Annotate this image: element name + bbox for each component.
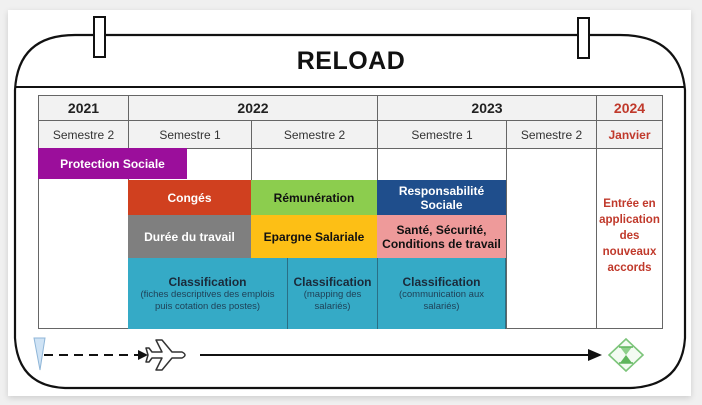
airplane-icon: [145, 339, 186, 371]
year-2021: 2021: [38, 95, 129, 121]
topic-epargne-salariale: Epargne Salariale: [251, 215, 377, 258]
classification-1-sub2: puis cotation des postes): [154, 300, 261, 312]
sante-line2: Conditions de travail: [382, 236, 501, 251]
start-marker-icon: [33, 337, 46, 371]
janvier-note-line4: nouveaux: [602, 246, 657, 258]
body-col-2024-janvier: [596, 148, 663, 329]
topic-responsabilite-sociale: Responsabilité Sociale: [377, 180, 506, 215]
janvier-note-line5: accords: [607, 262, 652, 274]
topic-protection-sociale: Protection Sociale: [38, 148, 187, 179]
binder-tab-left: [93, 16, 106, 58]
period-2024-janvier: Janvier: [596, 120, 663, 149]
sante-line1: Santé, Sécurité,: [396, 222, 487, 237]
janvier-note: Entrée en application des nouveaux accor…: [596, 196, 663, 286]
topic-duree-du-travail: Durée du travail: [128, 215, 251, 258]
topic-classification-mapping: Classification (mapping des salariés): [288, 258, 377, 329]
responsabilite-line2: Sociale: [420, 197, 463, 212]
classification-2-sub1: (mapping des: [303, 288, 362, 300]
topic-classification-fiches: Classification (fiches descriptives des …: [128, 258, 288, 329]
classification-1-title: Classification: [168, 274, 247, 289]
hourglass-milestone-icon: [607, 337, 645, 373]
page-title: RELOAD: [296, 47, 406, 75]
janvier-note-line1: Entrée en: [603, 198, 656, 210]
topic-sante-securite: Santé, Sécurité, Conditions de travail: [377, 215, 506, 258]
year-2023: 2023: [377, 95, 597, 121]
janvier-note-line2: application: [599, 214, 660, 226]
period-2022-s2: Semestre 2: [251, 120, 378, 149]
period-2023-s1: Semestre 1: [377, 120, 507, 149]
body-col-2023-s2: [506, 148, 597, 329]
classification-3-sub1: (communication aux: [398, 288, 484, 300]
responsabilite-line1: Responsabilité: [398, 183, 485, 198]
classification-3-sub2: salariés): [423, 300, 460, 312]
binder-tab-right: [577, 17, 590, 59]
classification-2-sub2: salariés): [314, 300, 351, 312]
topic-remuneration: Rémunération: [251, 180, 377, 215]
classification-3-title: Classification: [402, 274, 481, 289]
classification-1-sub1: (fiches descriptives des emplois: [140, 288, 275, 300]
janvier-note-line3: des: [619, 230, 640, 242]
period-2023-s2: Semestre 2: [506, 120, 597, 149]
topic-classification-communication: Classification (communication aux salari…: [377, 258, 506, 329]
topic-conges: Congés: [128, 180, 251, 215]
classification-2-title: Classification: [293, 274, 372, 289]
year-2024: 2024: [596, 95, 663, 121]
